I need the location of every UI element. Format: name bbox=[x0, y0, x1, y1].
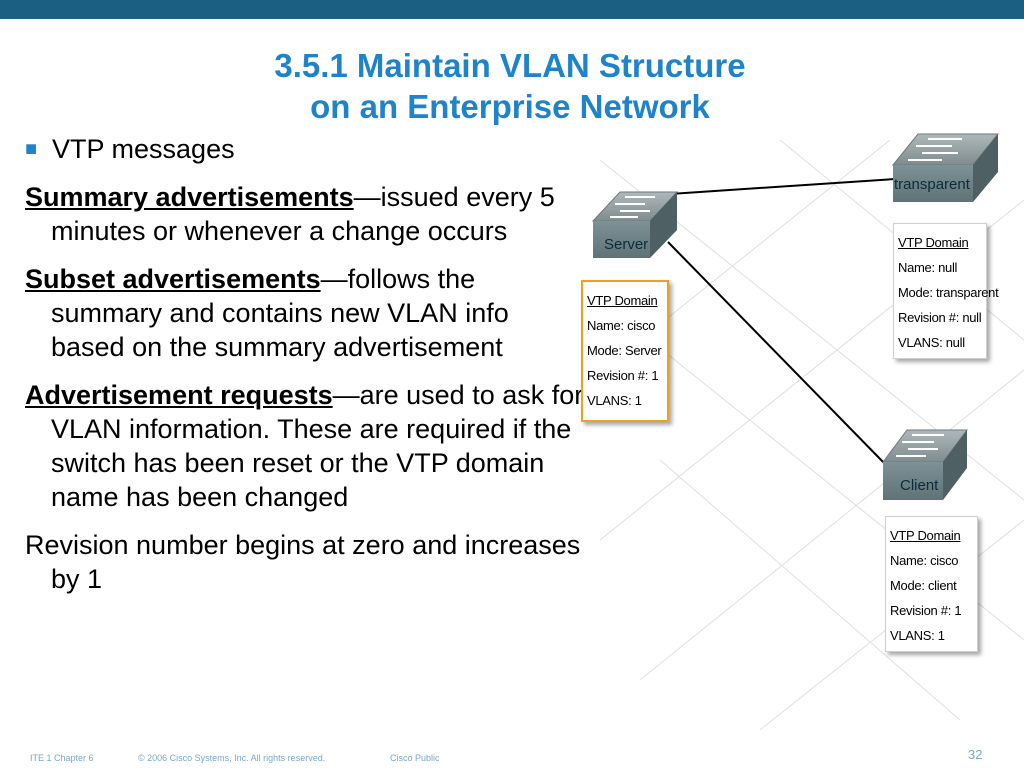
footer-course: ITE 1 Chapter 6 bbox=[30, 753, 94, 763]
summary-text: —issued every 5 minutes or whenever a ch… bbox=[51, 182, 555, 246]
client-label: Client bbox=[900, 477, 939, 494]
transparent-box-vlans: VLANS: null bbox=[898, 335, 965, 350]
server-box-heading: VTP Domain bbox=[587, 293, 658, 308]
client-box-name: Name: cisco bbox=[890, 553, 959, 568]
server-box-vlans: VLANS: 1 bbox=[587, 393, 642, 408]
server-box-revision: Revision #: 1 bbox=[587, 368, 659, 383]
request-paragraph: Advertisement requests—are used to ask f… bbox=[25, 378, 585, 514]
client-box-vlans: VLANS: 1 bbox=[890, 628, 945, 643]
header-bar bbox=[0, 0, 1024, 19]
transparent-box-heading: VTP Domain bbox=[898, 235, 969, 250]
client-switch-icon bbox=[882, 429, 968, 500]
subset-paragraph: Subset advertisements—follows the summar… bbox=[25, 262, 585, 364]
square-bullet-icon: ■ bbox=[25, 138, 38, 160]
slide-title-line2: on an Enterprise Network bbox=[310, 88, 710, 125]
footer-copyright: © 2006 Cisco Systems, Inc. All rights re… bbox=[138, 753, 326, 763]
client-box-revision: Revision #: 1 bbox=[890, 603, 962, 618]
diagram-graphics bbox=[589, 133, 1024, 731]
transparent-vtp-box: VTP Domain Name: null Mode: transparent … bbox=[893, 223, 999, 359]
footer-classification: Cisco Public bbox=[390, 753, 440, 763]
slide-body: ■ VTP messages Summary advertisements—is… bbox=[25, 132, 585, 596]
server-box-name: Name: cisco bbox=[587, 318, 656, 333]
transparent-box-name: Name: null bbox=[898, 260, 958, 275]
transparent-label: transparent bbox=[894, 176, 970, 193]
transparent-box-revision: Revision #: null bbox=[898, 310, 982, 325]
bullet-text: VTP messages bbox=[52, 134, 235, 164]
server-label: Server bbox=[604, 236, 649, 253]
server-box-mode: Mode: Server bbox=[587, 343, 662, 358]
subset-text: —follows the summary and contains new VL… bbox=[51, 264, 509, 362]
request-text: —are used to ask for VLAN information. T… bbox=[51, 380, 584, 512]
client-box-heading: VTP Domain bbox=[890, 528, 961, 543]
server-vtp-box: VTP Domain Name: cisco Mode: Server Revi… bbox=[581, 280, 669, 422]
bullet-item: ■ VTP messages bbox=[25, 132, 585, 166]
request-term: Advertisement requests bbox=[25, 380, 333, 410]
transparent-box-mode: Mode: transparent bbox=[898, 285, 999, 300]
client-vtp-box: VTP Domain Name: cisco Mode: client Revi… bbox=[885, 516, 978, 652]
server-switch-icon bbox=[591, 191, 679, 258]
client-box-mode: Mode: client bbox=[890, 578, 957, 593]
summary-paragraph: Summary advertisements—issued every 5 mi… bbox=[25, 180, 585, 248]
link-server-client bbox=[667, 241, 887, 466]
subset-term: Subset advertisements bbox=[25, 264, 321, 294]
page-number: 32 bbox=[968, 747, 983, 762]
revision-paragraph: Revision number begins at zero and incre… bbox=[25, 530, 581, 594]
transparent-switch-icon bbox=[891, 133, 1000, 202]
link-server-transparent bbox=[669, 178, 896, 195]
summary-term: Summary advertisements bbox=[25, 182, 354, 212]
slide-title-line1: 3.5.1 Maintain VLAN Structure bbox=[274, 47, 746, 84]
vtp-diagram: Server transparent Client VTP Domain Nam… bbox=[560, 120, 1024, 740]
